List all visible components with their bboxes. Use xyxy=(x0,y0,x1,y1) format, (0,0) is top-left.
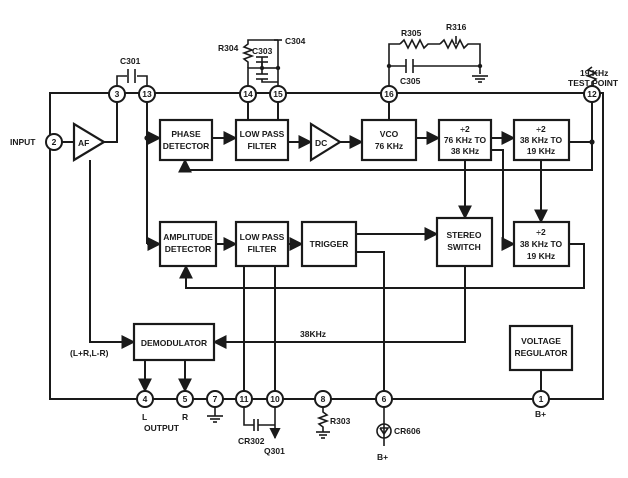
r305-label: R305 xyxy=(401,28,422,38)
phase-detector-block: PHASE DETECTOR xyxy=(158,118,214,162)
pin-6: 6 xyxy=(375,390,393,408)
pin-2: 2 xyxy=(45,133,63,151)
demodulator-block: DEMODULATOR xyxy=(132,322,216,362)
svg-text:2: 2 xyxy=(52,137,57,147)
svg-text:8: 8 xyxy=(321,394,326,404)
test-point-freq-label: 19 KHz xyxy=(580,68,608,78)
khz38-label: 38KHz xyxy=(300,329,326,339)
wiring xyxy=(62,102,595,393)
low-pass-filter-2-block: LOW PASS FILTER xyxy=(234,220,290,268)
pin-14: 14 xyxy=(239,85,257,103)
pin-3: 3 xyxy=(108,85,126,103)
trigger-label: TRIGGER xyxy=(310,239,349,249)
demodulator-label: DEMODULATOR xyxy=(141,338,207,348)
bplus-pin6-label: B+ xyxy=(377,452,388,462)
div1-line1: ÷2 xyxy=(460,124,470,134)
r303-label: R303 xyxy=(330,416,351,426)
vreg-line1: VOLTAGE xyxy=(521,336,561,346)
pin-8: 8 xyxy=(314,390,332,408)
pin-15: 15 xyxy=(269,85,287,103)
phase-detector-line1: PHASE xyxy=(171,129,201,139)
svg-text:11: 11 xyxy=(240,394,249,404)
div3-line3: 19 KHz xyxy=(527,251,555,261)
pin-7: 7 xyxy=(206,390,224,408)
pins: 2 3 13 14 15 16 12 4 5 7 11 10 8 6 1 xyxy=(45,85,601,408)
dc-amplifier: DC xyxy=(309,122,343,162)
pin-16: 16 xyxy=(380,85,398,103)
dc-label: DC xyxy=(315,138,327,148)
vco-block: VCO 76 KHz xyxy=(360,118,418,162)
right-output-label: R xyxy=(182,412,188,422)
vreg-line2: REGULATOR xyxy=(514,348,567,358)
test-point-label: TEST POINT xyxy=(568,78,619,88)
bplus-pin1-label: B+ xyxy=(535,409,546,419)
vco-line1: VCO xyxy=(380,129,399,139)
svg-text:7: 7 xyxy=(213,394,218,404)
c303-label: C303 xyxy=(252,46,273,56)
voltage-regulator-block: VOLTAGE REGULATOR xyxy=(508,324,574,372)
div2-line3: 19 KHz xyxy=(527,146,555,156)
pin-1: 1 xyxy=(532,390,550,408)
svg-text:16: 16 xyxy=(384,89,394,99)
trigger-block: TRIGGER xyxy=(300,220,358,268)
external-labels: INPUT C301 R304 C303 C304 R305 R316 C305… xyxy=(10,22,619,462)
pin-10: 10 xyxy=(266,390,284,408)
lpf2-line1: LOW PASS xyxy=(240,232,285,242)
div1-line3: 38 KHz xyxy=(451,146,479,156)
phase-detector-line2: DETECTOR xyxy=(163,141,210,151)
stereo-switch-line2: SWITCH xyxy=(447,242,481,252)
cr606-label: CR606 xyxy=(394,426,421,436)
pin-4: 4 xyxy=(136,390,154,408)
amp-det-line1: AMPLITUDE xyxy=(163,232,213,242)
div1-line2: 76 KHz TO xyxy=(444,135,487,145)
af-label: AF xyxy=(78,138,89,148)
stereo-switch-line1: STEREO xyxy=(447,230,482,240)
left-output-label: L xyxy=(142,412,147,422)
input-label: INPUT xyxy=(10,137,36,147)
div2-line1: ÷2 xyxy=(536,124,546,134)
c301-label: C301 xyxy=(120,56,141,66)
svg-text:15: 15 xyxy=(273,89,283,99)
svg-text:14: 14 xyxy=(243,89,253,99)
svg-text:12: 12 xyxy=(587,89,597,99)
svg-text:3: 3 xyxy=(115,89,120,99)
c305-label: C305 xyxy=(400,76,421,86)
pin-13: 13 xyxy=(138,85,156,103)
svg-text:10: 10 xyxy=(270,394,280,404)
pin-11: 11 xyxy=(235,390,253,408)
lr-label: (L+R,L-R) xyxy=(70,348,109,358)
amp-det-line2: DETECTOR xyxy=(165,244,212,254)
r316-label: R316 xyxy=(446,22,467,32)
cr302-label: CR302 xyxy=(238,436,265,446)
vco-line2: 76 KHz xyxy=(375,141,403,151)
svg-text:5: 5 xyxy=(183,394,188,404)
svg-text:4: 4 xyxy=(143,394,148,404)
svg-text:6: 6 xyxy=(382,394,387,404)
lpf2-line2: FILTER xyxy=(247,244,276,254)
r304-label: R304 xyxy=(218,43,239,53)
lpf1-line1: LOW PASS xyxy=(240,129,285,139)
divider-76-to-38-block: ÷2 76 KHz TO 38 KHz xyxy=(437,118,493,162)
amplitude-detector-block: AMPLITUDE DETECTOR xyxy=(158,220,218,268)
svg-text:13: 13 xyxy=(142,89,152,99)
pin-12: 12 xyxy=(583,85,601,103)
stereo-switch-block: STEREO SWITCH xyxy=(435,216,494,268)
external-components xyxy=(116,36,599,446)
svg-text:1: 1 xyxy=(539,394,544,404)
divider-38-to-19-lower-block: ÷2 38 KHz TO 19 KHz xyxy=(512,220,571,268)
lpf1-line2: FILTER xyxy=(247,141,276,151)
af-amplifier: AF xyxy=(72,122,107,162)
output-label: OUTPUT xyxy=(144,423,180,433)
low-pass-filter-1-block: LOW PASS FILTER xyxy=(234,118,290,162)
div2-line2: 38 KHz TO xyxy=(520,135,563,145)
div3-line2: 38 KHz TO xyxy=(520,239,563,249)
c304-label: C304 xyxy=(285,36,306,46)
divider-38-to-19-block: ÷2 38 KHz TO 19 KHz xyxy=(512,118,571,162)
div3-line1: ÷2 xyxy=(536,227,546,237)
pin-5: 5 xyxy=(176,390,194,408)
q301-label: Q301 xyxy=(264,446,285,456)
